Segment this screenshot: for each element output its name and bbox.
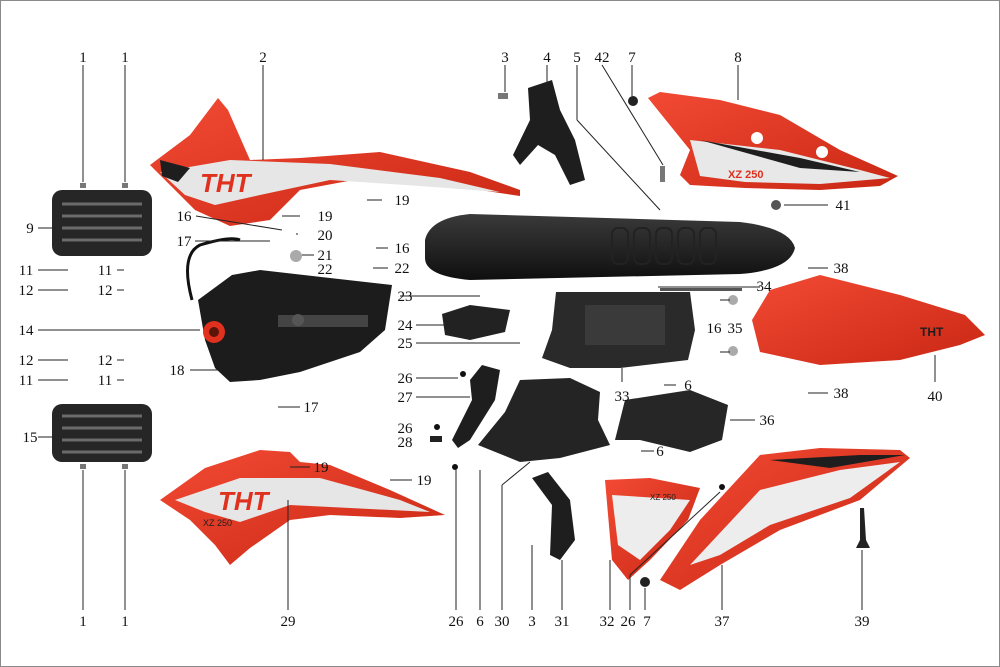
battery-box	[542, 288, 742, 368]
callout-36: 36	[760, 413, 776, 429]
callout-40: 40	[928, 389, 943, 405]
tank-shroud-lower-model-decal: XZ 250	[203, 518, 232, 528]
tank-shroud-lower: THT XZ 250	[160, 450, 445, 565]
callout-19: 19	[417, 473, 432, 489]
callout-3: 3	[501, 50, 509, 66]
callout-18: 18	[170, 363, 185, 379]
callout-21: 21	[318, 248, 333, 264]
callout-1: 1	[121, 614, 129, 630]
rear-side-cover-lower	[660, 448, 910, 590]
seat-bracket	[513, 80, 585, 185]
radiator-guard-lower	[52, 404, 152, 462]
rear-splash-guard	[478, 378, 610, 462]
seat	[425, 214, 795, 280]
callout-17: 17	[304, 400, 320, 416]
leader-lines	[38, 64, 936, 610]
callout-39: 39	[855, 614, 870, 630]
callout-1: 1	[79, 614, 87, 630]
callout-11: 11	[19, 373, 33, 389]
callout-41: 41	[836, 198, 851, 214]
callout-20: 20	[318, 228, 333, 244]
radiator-guard-upper	[52, 190, 152, 256]
rear-fender: THT	[752, 275, 985, 365]
callout-26: 26	[621, 614, 637, 630]
mudguard-bracket	[452, 365, 500, 448]
tank-shroud-lower-decal: THT	[218, 486, 271, 516]
callout-14: 14	[19, 323, 35, 339]
callout-25: 25	[398, 336, 413, 352]
callout-12: 12	[98, 353, 113, 369]
rear-fender-decal: THT	[920, 325, 944, 339]
callout-15: 15	[23, 430, 38, 446]
callout-30: 30	[495, 614, 510, 630]
callout-9: 9	[26, 221, 34, 237]
mount-plate	[442, 305, 510, 340]
callout-19: 19	[314, 460, 329, 476]
callout-11: 11	[98, 263, 112, 279]
tank-shroud-upper-decal: THT	[200, 168, 253, 198]
callout-8: 8	[734, 50, 742, 66]
rear-side-cover-upper: XZ 250	[648, 92, 898, 190]
callout-7: 7	[628, 50, 636, 66]
callout-6: 6	[476, 614, 484, 630]
callout-6: 6	[684, 378, 692, 394]
callout-27: 27	[398, 390, 414, 406]
callout-12: 12	[19, 283, 34, 299]
callout-37: 37	[715, 614, 731, 630]
side-cover-bracket	[532, 472, 575, 560]
callout-16: 16	[177, 209, 193, 225]
callout-12: 12	[19, 353, 34, 369]
side-cover-small-decal: XZ 250	[650, 493, 676, 502]
callout-26: 26	[398, 371, 414, 387]
callout-38: 38	[834, 261, 849, 277]
callout-3: 3	[528, 614, 536, 630]
callout-16: 16	[395, 241, 411, 257]
callout-19: 19	[395, 193, 410, 209]
fasteners	[80, 93, 781, 587]
airbox-cover	[615, 390, 728, 452]
callout-19: 19	[318, 209, 333, 225]
fuel-tank	[186, 237, 392, 382]
tank-shroud-upper: THT	[150, 98, 520, 226]
callout-31: 31	[555, 614, 570, 630]
callout-23: 23	[398, 289, 413, 305]
callout-42: 42	[595, 50, 610, 66]
callout-22: 22	[318, 262, 333, 278]
callout-22: 22	[395, 261, 410, 277]
callout-17: 17	[177, 234, 193, 250]
callout-4: 4	[543, 50, 551, 66]
callout-numbers: 1 1 2 3 4 5 42 7 8 9 19 19 16 20 17 21 1…	[19, 50, 943, 630]
callout-16: 16	[707, 321, 723, 337]
callout-6: 6	[656, 444, 664, 460]
callout-2: 2	[259, 50, 267, 66]
side-cover-small: XZ 250	[605, 478, 700, 580]
callout-1: 1	[121, 50, 129, 66]
callout-28: 28	[398, 435, 413, 451]
callout-11: 11	[19, 263, 33, 279]
callout-26: 26	[398, 421, 414, 437]
rear-side-cover-upper-decal: XZ 250	[728, 169, 763, 181]
callout-33: 33	[615, 389, 630, 405]
callout-38: 38	[834, 386, 849, 402]
callout-32: 32	[600, 614, 615, 630]
callout-1: 1	[79, 50, 87, 66]
callout-35: 35	[728, 321, 743, 337]
callout-34: 34	[757, 279, 773, 295]
callout-7: 7	[643, 614, 651, 630]
callout-5: 5	[573, 50, 581, 66]
callout-26: 26	[449, 614, 465, 630]
callout-29: 29	[281, 614, 296, 630]
callout-24: 24	[398, 318, 414, 334]
tool-strap	[856, 508, 870, 548]
callout-12: 12	[98, 283, 113, 299]
callout-11: 11	[98, 373, 112, 389]
